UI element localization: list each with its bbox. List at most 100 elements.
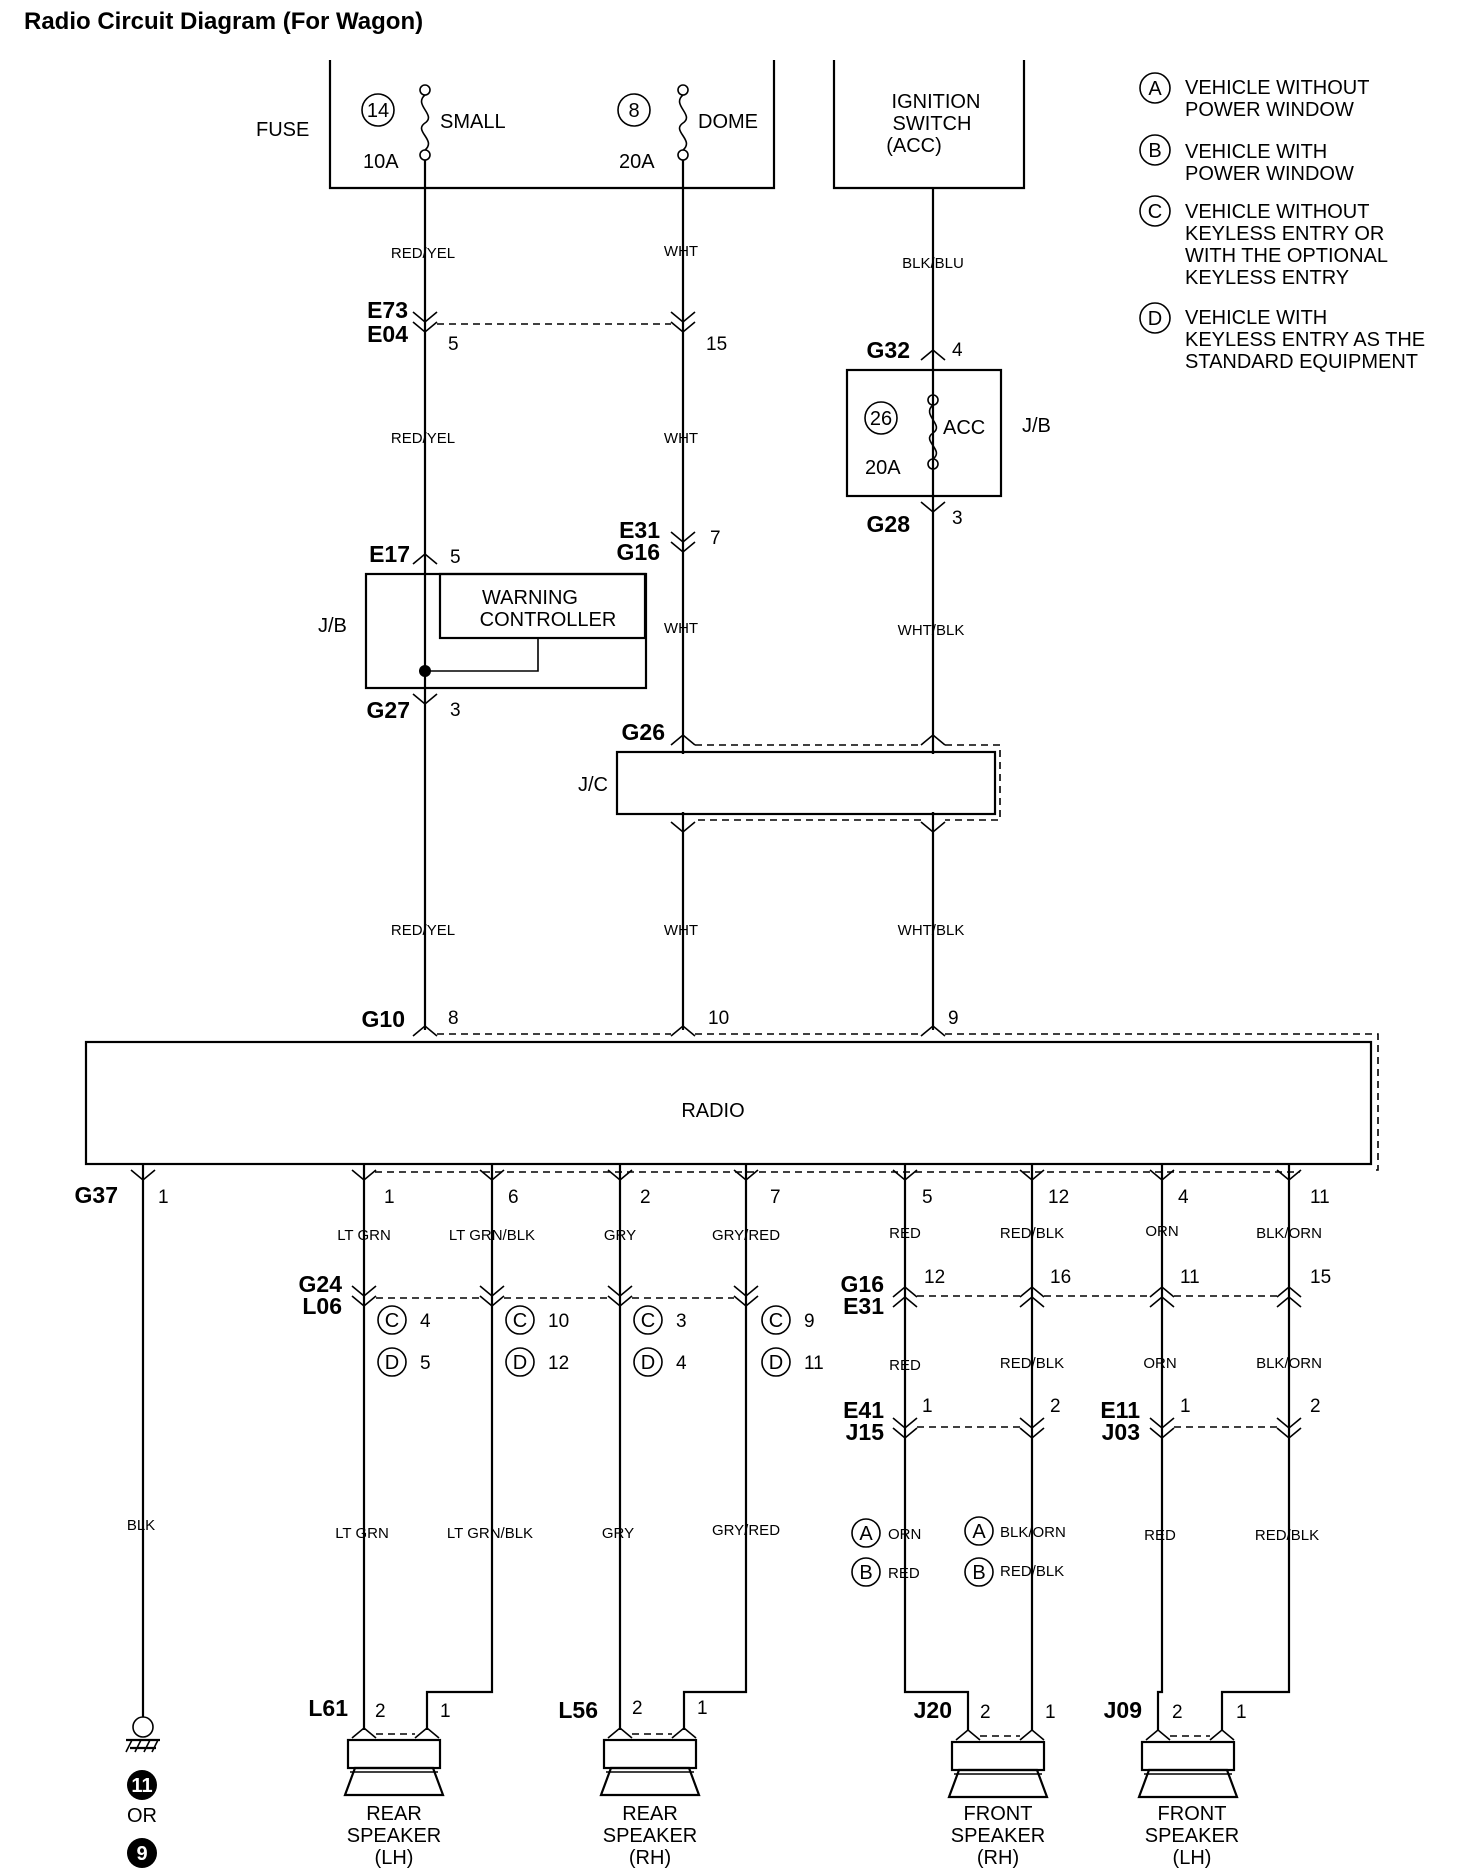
conn-j20: J20: [914, 1697, 952, 1723]
wire-label-wht-2: WHT: [664, 430, 698, 447]
pin-out7: 4: [1178, 1187, 1189, 1208]
conn-e31-top: E31: [619, 517, 660, 543]
conn-g28: G28: [867, 511, 911, 537]
speaker-front-rh-line2: SPEAKER: [951, 1825, 1045, 1847]
legend: A VEHICLE WITHOUT POWER WINDOW B VEHICLE…: [1139, 72, 1425, 373]
cond-b-1: B: [859, 1562, 872, 1584]
acc-fuse-box-label: J/B: [1022, 415, 1051, 437]
legend-letter-a: A: [1148, 78, 1162, 100]
cond-a-2: A: [972, 1521, 986, 1543]
connector-e41-j15: E41 J15 1 2: [843, 1396, 1061, 1445]
pin-e11-2: 2: [1310, 1396, 1321, 1417]
wire-label-red-blk-1: RED/BLK: [1000, 1225, 1064, 1242]
splice-point: [419, 665, 431, 677]
fuse-14-terminal-top: [419, 84, 431, 96]
spk-j20-pin1: 1: [1045, 1702, 1056, 1723]
connector-e73-e04: E73 E04 5 15: [367, 297, 727, 355]
spk-l61-pin2: 2: [375, 1701, 386, 1722]
legend-a-line2: POWER WINDOW: [1185, 99, 1354, 121]
fuse-8-terminal-bottom: [677, 149, 689, 161]
wire-label-red-yel-2: RED/YEL: [391, 430, 455, 447]
cond-d-1: D: [385, 1352, 399, 1374]
wire-label-wht-4: WHT: [664, 922, 698, 939]
speaker-front-rh: J20 2 1 FRONT SPEAKER (RH): [914, 1697, 1056, 1869]
pin-out5: 5: [922, 1187, 933, 1208]
fuse-14-rating: 10A: [363, 151, 399, 173]
speaker-rear-lh-line2: SPEAKER: [347, 1825, 441, 1847]
wire-label-gry-red-1: GRY/RED: [712, 1227, 780, 1244]
pin-out1: 1: [384, 1187, 395, 1208]
pin-g10-red: 8: [448, 1008, 459, 1029]
legend-b-line1: VEHICLE WITH: [1185, 141, 1327, 163]
pin-g16-3: 11: [1180, 1267, 1200, 1288]
cond-c-1: C: [385, 1310, 399, 1332]
warning-box-label: J/B: [318, 615, 347, 637]
radio-label: RADIO: [681, 1100, 744, 1122]
fuse-14-circle: [361, 93, 395, 127]
fuse-8-terminal-top: [677, 84, 689, 96]
cond-b-1-color: RED: [888, 1565, 920, 1582]
pin-g37: 1: [158, 1187, 169, 1208]
fuse-14-name: SMALL: [440, 111, 506, 133]
conn-g37: G37: [75, 1182, 118, 1208]
cond-b-2-color: RED/BLK: [1000, 1563, 1064, 1580]
pin-out3: 2: [640, 1187, 651, 1208]
conn-e73: E73: [367, 297, 408, 323]
conn-j03: J03: [1102, 1419, 1140, 1445]
cond-a-2-color: BLK/ORN: [1000, 1524, 1066, 1541]
ground-ref-1-text: 11: [131, 1775, 152, 1797]
conn-j09: J09: [1104, 1697, 1142, 1723]
conn-g26: G26: [622, 719, 665, 745]
wire-label-blk-blu: BLK/BLU: [902, 255, 964, 272]
fuse-14-terminal-bottom: [419, 149, 431, 161]
fuse-8-name: DOME: [698, 111, 758, 133]
wire-label-red-2: RED: [889, 1357, 921, 1374]
legend-d-line2: KEYLESS ENTRY AS THE: [1185, 329, 1425, 351]
pin-c3: 3: [676, 1311, 687, 1332]
speaker-front-lh-line3: (LH): [1173, 1847, 1212, 1869]
fuse-box-label: FUSE: [256, 119, 309, 141]
pin-g27: 3: [450, 700, 461, 721]
pin-g16-4: 15: [1310, 1267, 1331, 1288]
warning-controller-jb: E17 5 WARNING CONTROLLER J/B G27 3: [318, 541, 648, 723]
pin-e17: 5: [450, 547, 461, 568]
pin-out8: 11: [1310, 1187, 1330, 1208]
wire-label-lt-grn-blk-2: LT GRN/BLK: [447, 1525, 533, 1542]
pin-g28: 3: [952, 508, 963, 529]
speaker-front-lh-line1: FRONT: [1158, 1803, 1227, 1825]
ignition-switch: IGNITION SWITCH (ACC): [832, 60, 1026, 190]
ignition-line1: IGNITION: [892, 91, 981, 113]
speaker-rear-rh-line2: SPEAKER: [603, 1825, 697, 1847]
cond-a-1-color: ORN: [888, 1526, 921, 1543]
fuse-8-rating: 20A: [619, 151, 655, 173]
speaker-rear-lh: L61 2 1 REAR SPEAKER (LH): [308, 1695, 450, 1869]
condition-colors-ab: A ORN B RED A BLK/ORN B RED/BLK: [851, 1516, 1066, 1587]
acc-fuse-rating: 20A: [865, 457, 901, 479]
conn-g16-bottom: G16: [841, 1271, 884, 1297]
fuse-8-symbol: [678, 94, 688, 151]
wire-label-lt-grn-2: LT GRN: [335, 1525, 389, 1542]
pin-c1: 4: [420, 1311, 431, 1332]
cond-d-2: D: [513, 1352, 527, 1374]
pin-e73-red: 5: [448, 334, 459, 355]
spk-l56-pin1: 1: [697, 1698, 708, 1719]
legend-c-line2: KEYLESS ENTRY OR: [1185, 223, 1384, 245]
pin-c2: 10: [548, 1311, 569, 1332]
wire-label-red-3: RED: [1144, 1527, 1176, 1544]
legend-letter-b: B: [1148, 140, 1161, 162]
pin-e41-2: 2: [1050, 1396, 1061, 1417]
conn-g16-top: G16: [617, 539, 660, 565]
speaker-rear-rh: L56 2 1 REAR SPEAKER (RH): [558, 1697, 707, 1869]
wire-label-wht-3: WHT: [664, 620, 698, 637]
spk-j20-pin2: 2: [980, 1702, 991, 1723]
wire-label-red-yel-1: RED/YEL: [391, 245, 455, 262]
speaker-rear-rh-line1: REAR: [622, 1803, 678, 1825]
speaker-rear-lh-line1: REAR: [366, 1803, 422, 1825]
conn-e11: E11: [1100, 1397, 1140, 1423]
wire-label-blk-orn-2: BLK/ORN: [1256, 1355, 1322, 1372]
warning-line1: WARNING: [482, 587, 578, 609]
wire-acc: BLK/BLU WHT/BLK WHT/BLK: [898, 188, 964, 1030]
jb-acc-fuse: G32 4 26 ACC 20A J/B G28 3: [845, 337, 1051, 537]
pin-out4: 7: [770, 1187, 781, 1208]
